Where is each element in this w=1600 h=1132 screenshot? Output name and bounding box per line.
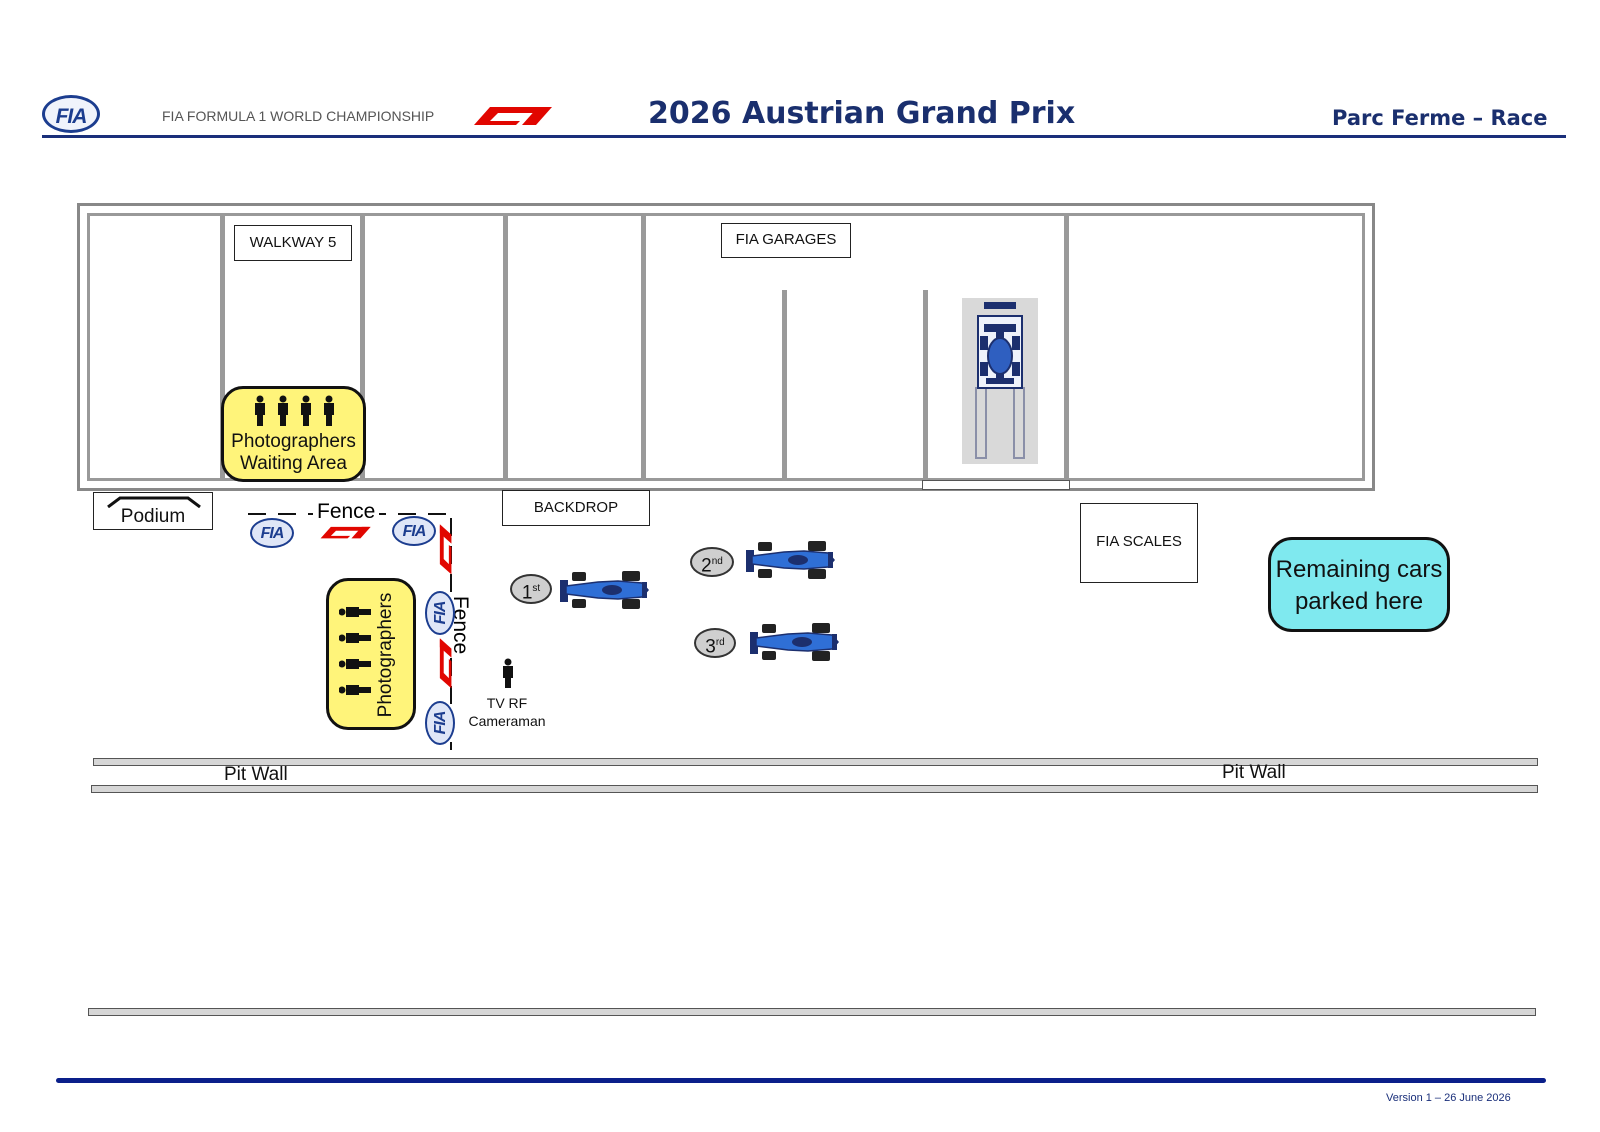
fia-logo: FIA [392, 516, 436, 546]
header-divider [42, 135, 1566, 138]
person-icon [503, 658, 513, 688]
remaining-cars-area: Remaining cars parked here [1268, 537, 1450, 632]
fia-logo: FIA [250, 518, 294, 548]
podium-icon [107, 496, 201, 508]
partition-wall [220, 213, 225, 481]
championship-name: FIA FORMULA 1 WORLD CHAMPIONSHIP [162, 108, 435, 124]
photographers-area: Photographers [326, 578, 416, 730]
pit-wall [93, 758, 1538, 766]
scales-ramp-with-car [962, 298, 1038, 464]
person-icon [255, 395, 334, 426]
version-label: Version 1 – 26 June 2026 [1386, 1092, 1511, 1104]
photographers-waiting-area: Photographers Waiting Area [221, 386, 366, 482]
garage-doorway [922, 480, 1070, 490]
f1-logo [320, 526, 371, 539]
track-wall [88, 1008, 1536, 1016]
pit-wall-label-left: Pit Wall [224, 764, 288, 785]
pit-wall-label-right: Pit Wall [1222, 762, 1286, 783]
walkway-label: WALKWAY 5 [234, 225, 352, 261]
f1-logo [439, 638, 452, 689]
partition-wall [503, 213, 508, 481]
partition-wall [1064, 213, 1069, 481]
f1-car-icon [560, 571, 649, 609]
fia-logo: FIA [42, 95, 100, 133]
position-badge-3rd: 3rd [694, 628, 736, 658]
podium: Podium [93, 492, 213, 530]
position-badge-2nd: 2nd [690, 547, 734, 577]
partition-wall [641, 216, 646, 481]
remaining-cars-label-line2: parked here [1294, 588, 1424, 615]
page-title: 2026 Austrian Grand Prix [648, 96, 1076, 131]
f1-car-icon [746, 541, 835, 579]
person-icon [339, 607, 371, 695]
partition-wall [360, 213, 365, 481]
pit-wall [91, 785, 1538, 793]
building-inner-wall [87, 213, 1365, 481]
footer-divider [56, 1078, 1546, 1083]
f1-car-icon [750, 623, 839, 661]
photographers-label: Photographers [375, 592, 396, 718]
photographers-waiting-label-line1: Photographers [231, 431, 356, 452]
backdrop: BACKDROP [502, 490, 650, 526]
remaining-cars-label-line1: Remaining cars [1275, 556, 1443, 583]
tv-cameraman-label-line2: Cameraman [468, 713, 546, 729]
fia-logo: FIA [425, 701, 455, 745]
podium-label: Podium [120, 506, 186, 527]
photographers-waiting-label-line2: Waiting Area [239, 453, 347, 474]
f1-logo [474, 107, 552, 125]
tv-cameraman-label-line1: TV RF [486, 695, 528, 711]
partition-wall [782, 290, 787, 481]
f1-logo [439, 524, 452, 575]
session-name: Parc Ferme – Race [1332, 106, 1548, 130]
fence-top-label: Fence [313, 500, 380, 524]
fia-garages-label: FIA GARAGES [721, 223, 851, 258]
fia-logo: FIA [425, 591, 455, 635]
partition-wall [923, 290, 928, 481]
fia-scales: FIA SCALES [1080, 503, 1198, 583]
position-badge-1st: 1st [510, 574, 552, 604]
tv-cameraman-label: TV RF Cameraman [455, 694, 559, 730]
